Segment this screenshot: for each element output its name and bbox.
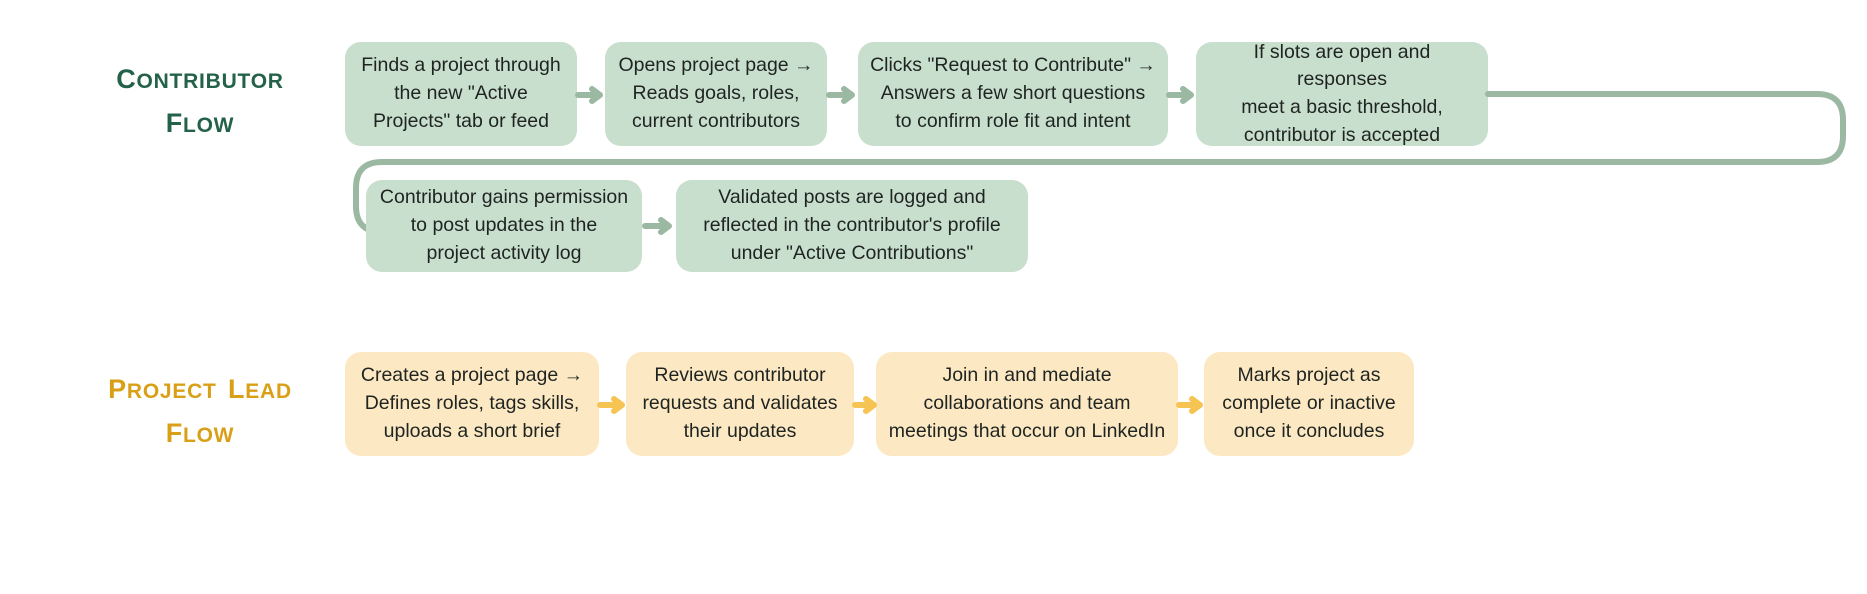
project-lead-flow-title-line1: PROJECT LEAD xyxy=(108,365,292,407)
arrow-contributor-5-to-6 xyxy=(642,217,674,235)
contributor-step-4-text: If slots are open and responses meet a b… xyxy=(1241,40,1443,146)
contributor-step-2-text: Opens project page → Reads goals, roles,… xyxy=(618,54,814,132)
project-lead-flow-title-line2: FLOW xyxy=(165,408,235,451)
contributor-step-5-text: Contributor gains permission to post upd… xyxy=(379,186,629,264)
contributor-step-3[interactable]: Clicks "Request to Contribute" → Answers… xyxy=(858,42,1168,146)
project-lead-step-4[interactable]: Marks project as complete or inactive on… xyxy=(1204,352,1414,456)
project-lead-step-2[interactable]: Reviews contributor requests and validat… xyxy=(626,352,854,456)
project-lead-step-3-text: Join in and mediate collaborations and t… xyxy=(888,364,1166,442)
contributor-step-2[interactable]: Opens project page → Reads goals, roles,… xyxy=(605,42,827,146)
contributor-step-4[interactable]: If slots are open and responses meet a b… xyxy=(1196,41,1488,146)
project-lead-step-3[interactable]: Join in and mediate collaborations and t… xyxy=(876,352,1178,456)
contributor-step-6-text: Validated posts are logged and reflected… xyxy=(703,186,1001,264)
project-lead-step-1[interactable]: Creates a project page → Defines roles, … xyxy=(345,352,599,456)
project-lead-step-2-text: Reviews contributor requests and validat… xyxy=(642,364,838,442)
arrow-project-lead-1-to-2 xyxy=(597,396,626,414)
project-lead-flow-title: PROJECT LEAD FLOW xyxy=(30,365,370,452)
arrow-contributor-2-to-3 xyxy=(826,86,857,104)
contributor-step-1[interactable]: Finds a project through the new "Active … xyxy=(345,42,577,146)
arrow-contributor-3-to-4 xyxy=(1166,86,1196,104)
arrow-contributor-1-to-2 xyxy=(575,86,604,104)
project-lead-step-4-text: Marks project as complete or inactive on… xyxy=(1222,364,1396,442)
contributor-step-6[interactable]: Validated posts are logged and reflected… xyxy=(676,180,1028,272)
contributor-flow-title-line1: CONTRIBUTOR xyxy=(116,55,284,97)
arrow-project-lead-2-to-3 xyxy=(852,396,877,414)
contributor-step-3-text: Clicks "Request to Contribute" → Answers… xyxy=(870,54,1156,132)
contributor-flow-title: CONTRIBUTOR FLOW xyxy=(30,55,370,142)
contributor-step-5[interactable]: Contributor gains permission to post upd… xyxy=(366,180,642,272)
contributor-flow-title-line2: FLOW xyxy=(165,98,235,141)
arrow-project-lead-3-to-4 xyxy=(1176,396,1204,414)
project-lead-step-1-text: Creates a project page → Defines roles, … xyxy=(360,364,584,442)
contributor-step-1-text: Finds a project through the new "Active … xyxy=(361,54,561,132)
